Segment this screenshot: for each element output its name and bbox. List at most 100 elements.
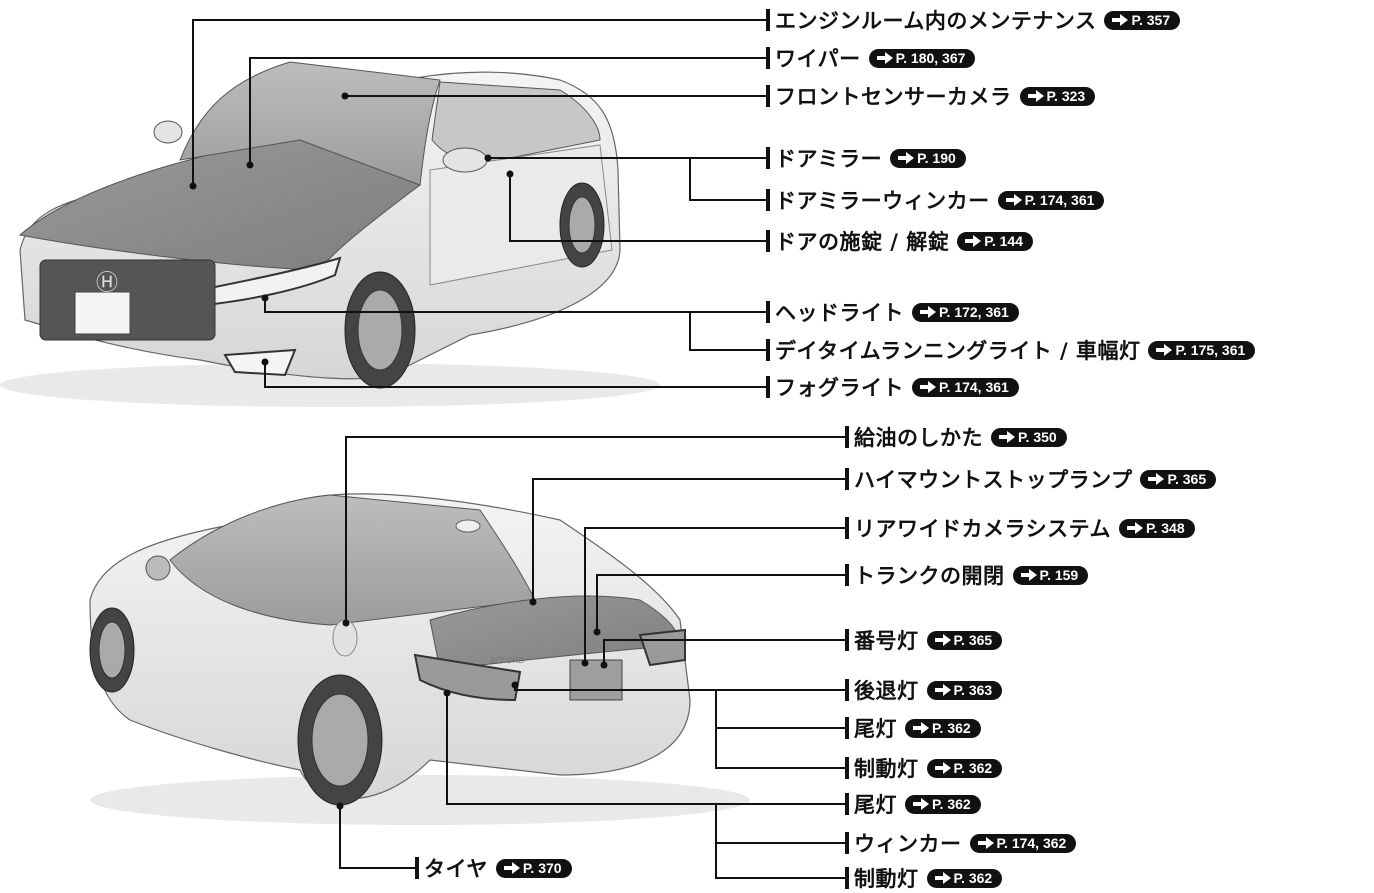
callout-text: ドアミラー: [775, 147, 883, 171]
rear-car-shadow: [90, 775, 750, 825]
page-reference-link[interactable]: P. 362: [926, 758, 1003, 778]
callout-text: ワイパー: [775, 47, 861, 71]
page-reference-link[interactable]: P. 172, 361: [912, 302, 1019, 322]
callout-text: ハイマウントストップランプ: [854, 468, 1133, 492]
arrow-right-icon: [1148, 473, 1165, 485]
page-reference-text: P. 174, 361: [1024, 192, 1095, 208]
callout-marker: [766, 230, 770, 252]
callout-marker: [766, 9, 770, 31]
callout-marker: [845, 517, 849, 539]
arrow-right-icon: [977, 837, 994, 849]
page-reference-text: P. 365: [953, 632, 993, 648]
front-fog-light: [223, 348, 297, 377]
front-callout: ドアミラー P. 190: [766, 143, 966, 173]
front-wheel-rear-rim: [568, 196, 596, 254]
arrow-right-icon: [999, 431, 1015, 443]
page-reference-text: P. 180, 367: [895, 50, 966, 66]
callout-marker: [845, 867, 849, 889]
callout-marker: [415, 857, 419, 879]
callout-marker: [845, 679, 849, 701]
page-reference-link[interactable]: P. 323: [1019, 86, 1096, 106]
callout-text: フロントセンサーカメラ: [775, 85, 1012, 109]
arrow-right-icon: [913, 798, 929, 810]
page-reference-link[interactable]: P. 365: [1140, 469, 1217, 489]
leader-tail-1: [715, 690, 845, 729]
leader-trunk: [596, 574, 845, 632]
callout-text: 番号灯: [854, 629, 919, 653]
arrow-right-icon: [920, 306, 936, 318]
arrow-right-icon: [965, 235, 982, 247]
leader-brake-1: [715, 728, 845, 769]
page-reference-text: P. 370: [522, 860, 562, 876]
callout-marker: [845, 717, 849, 739]
page-reference-text: P. 362: [932, 720, 971, 736]
front-callout: ワイパー P. 180, 367: [766, 43, 976, 73]
page-reference-link[interactable]: P. 348: [1118, 518, 1195, 538]
leader-lines: [192, 19, 845, 879]
page-reference-link[interactable]: P. 370: [495, 858, 572, 878]
rear-car-badge: ACCORD: [489, 656, 525, 665]
page-reference-link[interactable]: P. 357: [1104, 10, 1181, 30]
page-reference-text: P. 363: [953, 682, 993, 698]
callout-marker: [845, 426, 849, 448]
page-reference-link[interactable]: P. 365: [926, 630, 1003, 650]
callout-text: 給油のしかた: [854, 426, 983, 450]
callout-marker: [766, 47, 770, 69]
callout-text: ドアの施錠 / 解錠: [775, 230, 950, 254]
callout-text: 尾灯: [854, 793, 897, 817]
front-car-shadow: [0, 363, 660, 407]
rear-car-cabin: [169, 494, 536, 626]
page-reference-link[interactable]: P. 362: [926, 868, 1003, 888]
arrow-right-icon: [1126, 522, 1143, 534]
page-reference-text: P. 144: [984, 233, 1023, 249]
callout-text: デイタイムランニングライト / 車幅灯: [775, 339, 1141, 363]
arrow-right-icon: [1020, 569, 1037, 581]
page-reference-link[interactable]: P. 363: [926, 680, 1003, 700]
page-reference-link[interactable]: P. 362: [905, 718, 981, 738]
page-reference-link[interactable]: P. 159: [1012, 565, 1089, 585]
page-reference-link[interactable]: P. 174, 361: [912, 377, 1019, 397]
front-callout: デイタイムランニングライト / 車幅灯 P. 175, 361: [766, 335, 1256, 365]
arrow-right-icon: [934, 762, 951, 774]
callout-marker: [766, 339, 770, 361]
page-reference-link[interactable]: P. 174, 362: [969, 833, 1077, 853]
front-car-headlight: [198, 256, 342, 307]
callout-text: 後退灯: [854, 679, 919, 703]
arrow-right-icon: [934, 872, 951, 884]
arrow-right-icon: [898, 152, 915, 164]
callout-marker: [845, 468, 849, 490]
rear-car-trunk: [429, 595, 681, 671]
leader-wiper: [249, 57, 766, 165]
leader-door-lock: [509, 174, 766, 242]
page-reference-link[interactable]: P. 144: [957, 231, 1033, 251]
callout-marker: [766, 147, 770, 169]
page-reference-link[interactable]: P. 174, 361: [997, 190, 1105, 210]
arrow-right-icon: [503, 862, 520, 874]
page-reference-link[interactable]: P. 190: [890, 148, 966, 168]
callout-text: 尾灯: [854, 717, 897, 741]
callout-text: エンジンルーム内のメンテナンス: [775, 9, 1097, 33]
page-reference-link[interactable]: P. 180, 367: [868, 48, 976, 68]
rear-tail-light-right: [638, 628, 686, 667]
leader-tail-2: [446, 693, 845, 805]
rear-callout: 番号灯 P. 365: [845, 625, 1003, 655]
page-reference-link[interactable]: P. 350: [991, 427, 1067, 447]
page-reference-text: P. 348: [1145, 520, 1185, 536]
leader-tire: [339, 806, 415, 869]
page-reference-link[interactable]: P. 175, 361: [1148, 340, 1256, 360]
page-reference-text: P. 362: [953, 760, 993, 776]
callout-marker: [845, 793, 849, 815]
page-reference-text: P. 357: [1131, 12, 1171, 28]
front-callout: エンジンルーム内のメンテナンス P. 357: [766, 5, 1181, 35]
page-reference-text: P. 323: [1046, 88, 1086, 104]
page-reference-link[interactable]: P. 362: [905, 794, 981, 814]
leader-license-light: [603, 639, 845, 665]
front-callout: フロントセンサーカメラ P. 323: [766, 81, 1096, 111]
rear-wheel-far-rim: [98, 621, 126, 679]
rear-callout: ハイマウントストップランプ P. 365: [845, 464, 1217, 494]
